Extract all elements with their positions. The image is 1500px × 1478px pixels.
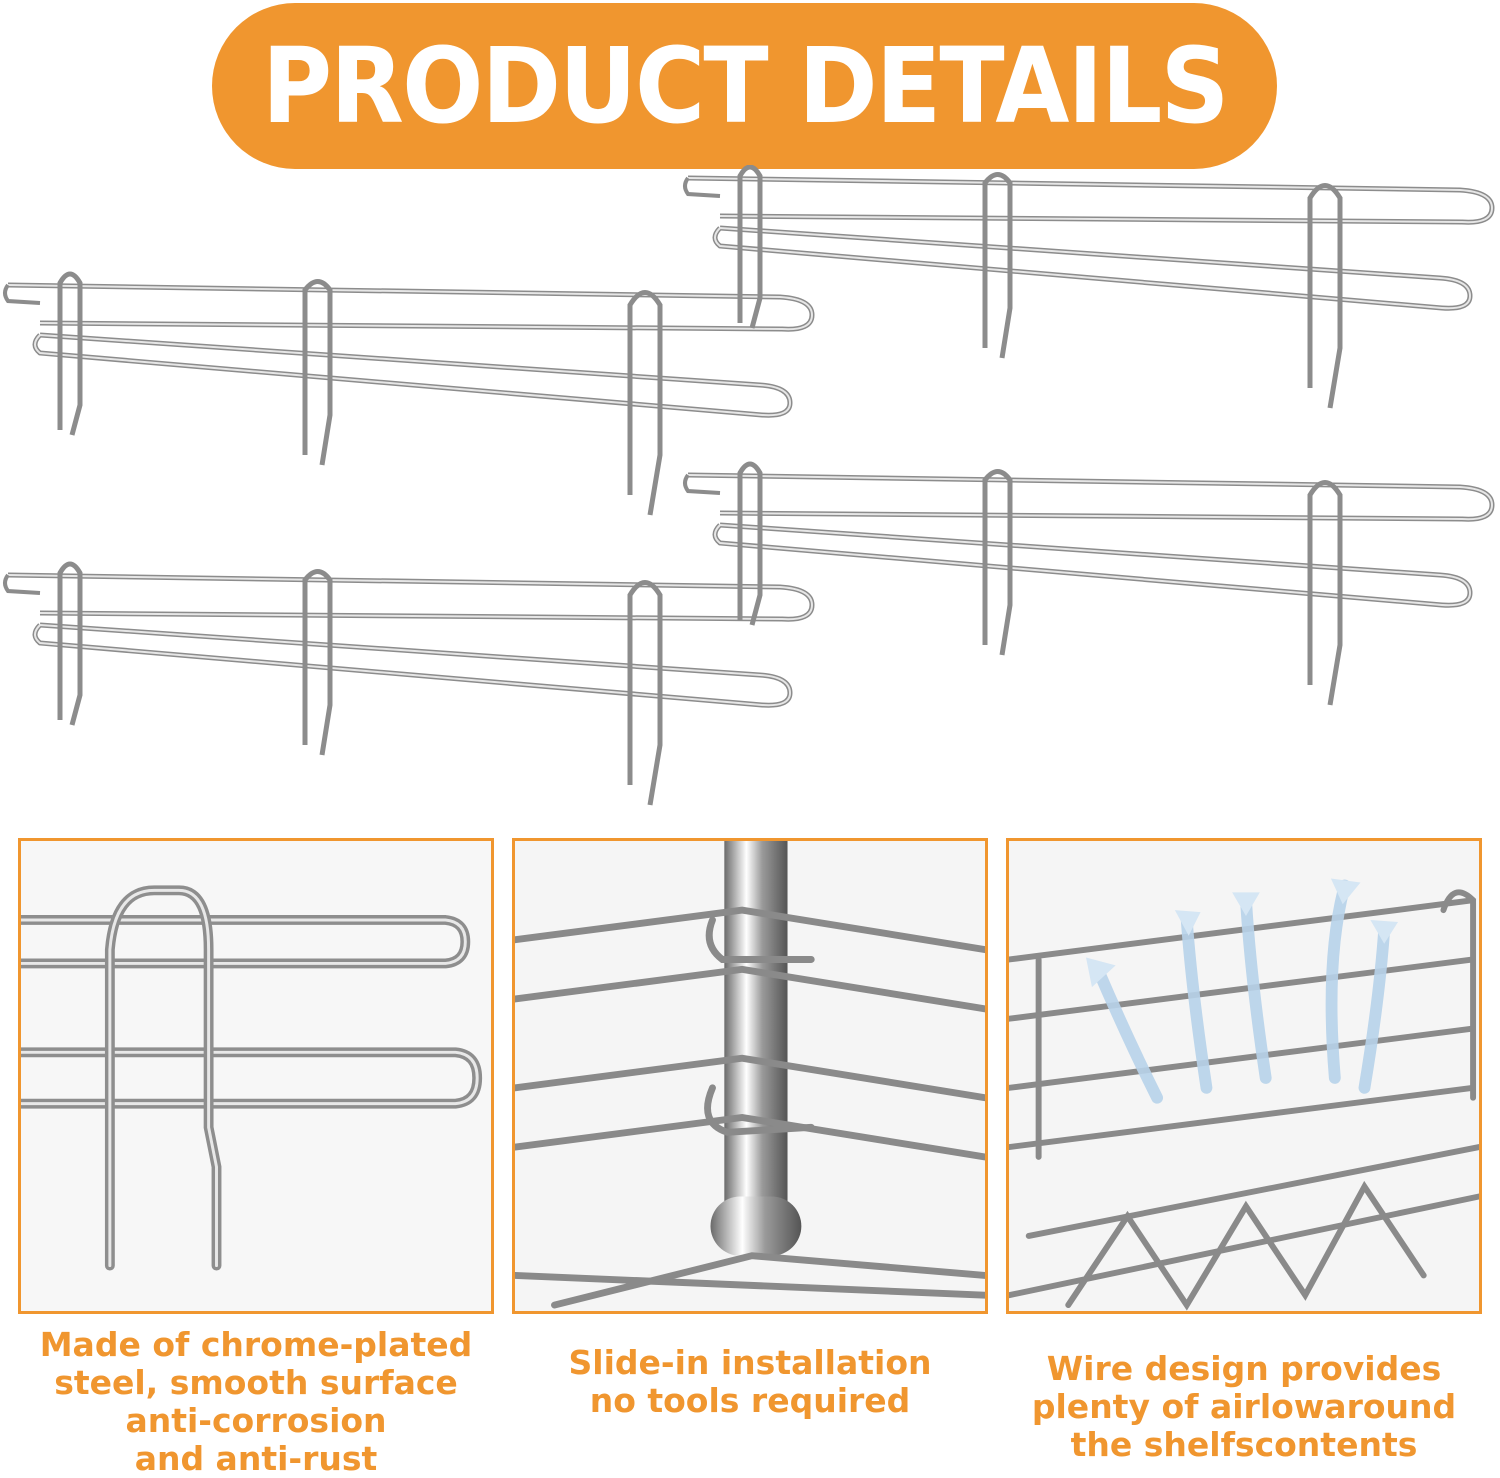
- caption-line: anti-corrosion: [125, 1401, 387, 1440]
- rail-top-left: [5, 274, 812, 515]
- caption-line: the shelfscontents: [1070, 1425, 1418, 1464]
- airflow-arrows-icon: [1009, 841, 1479, 1311]
- caption-chrome-steel: Made of chrome-plated steel, smooth surf…: [18, 1326, 494, 1478]
- caption-airflow: Wire design provides plenty of airlowaro…: [1006, 1350, 1482, 1464]
- chrome-steel-panel: [18, 838, 494, 1314]
- slide-in-installation-icon: [515, 841, 985, 1311]
- caption-line: no tools required: [589, 1381, 911, 1420]
- title-banner: PRODUCT DETAILS: [212, 3, 1277, 169]
- airflow-panel: [1006, 838, 1482, 1314]
- caption-line: and anti-rust: [134, 1439, 378, 1478]
- caption-line: Made of chrome-plated: [39, 1325, 473, 1364]
- rail-top-right: [685, 167, 1492, 408]
- banner-title: PRODUCT DETAILS: [261, 25, 1229, 147]
- caption-line: Slide-in installation: [568, 1343, 932, 1382]
- caption-line: plenty of airlowaround: [1031, 1387, 1457, 1426]
- caption-line: steel, smooth surface: [54, 1363, 458, 1402]
- shelf-ledge-rails-illustration: [0, 165, 1500, 840]
- rail-bottom-right: [685, 464, 1492, 705]
- rail-bottom-left: [5, 564, 812, 805]
- caption-slide-in: Slide-in installation no tools required: [512, 1344, 988, 1420]
- slide-in-panel: [512, 838, 988, 1314]
- caption-line: Wire design provides: [1046, 1349, 1442, 1388]
- chrome-steel-closeup-icon: [21, 841, 491, 1311]
